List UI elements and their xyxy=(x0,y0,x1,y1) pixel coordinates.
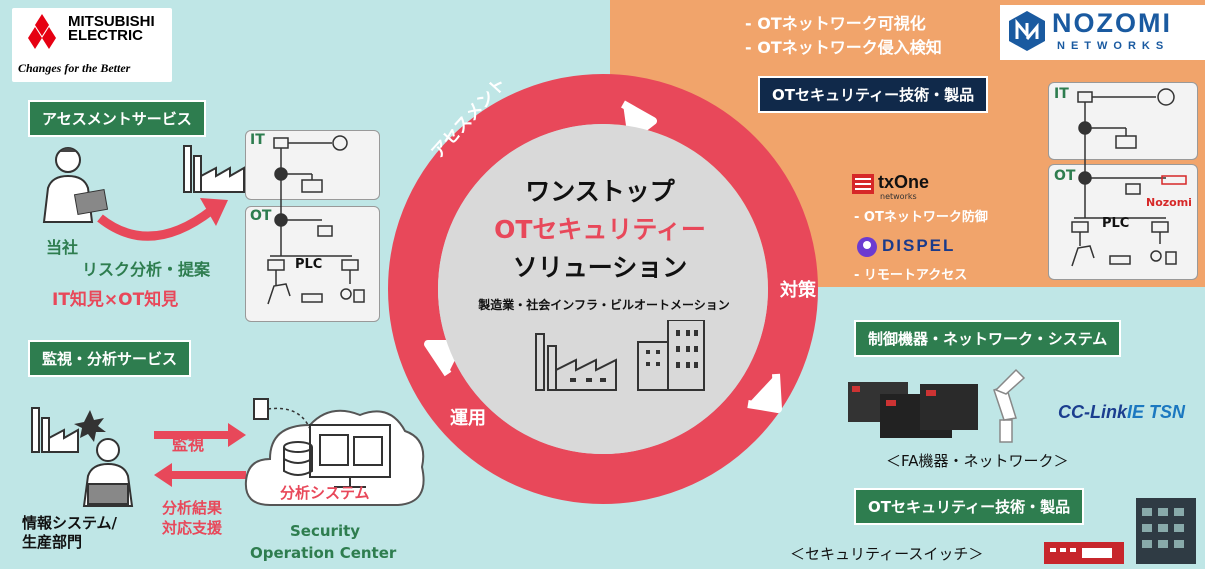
assessment-service-title: アセスメントサービス xyxy=(28,100,206,137)
ot-label-left: OT xyxy=(250,208,272,224)
center-line3: ソリューション xyxy=(512,253,688,282)
txone-icon xyxy=(852,174,874,194)
cclink-logo: CC-LinkIE TSN xyxy=(1058,402,1186,422)
dispel-icon xyxy=(857,237,877,257)
factory-building-icon xyxy=(535,320,705,391)
txone-desc: - OTネットワーク防御 xyxy=(854,210,988,225)
ot-security-title-1: OTセキュリティー技術・製品 xyxy=(758,76,989,113)
center-line2: OTセキュリティー xyxy=(494,215,706,244)
it-label-left: IT xyxy=(250,132,265,148)
monitoring-service-title: 監視・分析サービス xyxy=(28,340,192,377)
assessment-knowledge-label: IT知見×OT知見 xyxy=(52,290,179,310)
nozomi-bullet-1: - OTネットワーク可視化 xyxy=(745,14,926,33)
factory-icon xyxy=(183,145,245,193)
analysis-system-label: 分析システム xyxy=(280,484,370,502)
assessment-risk-label: リスク分析・提案 xyxy=(82,260,211,279)
solution-ring xyxy=(388,74,818,504)
monitor-arrows-icon xyxy=(154,423,246,487)
logo-line1: MITSUBISHI xyxy=(68,13,155,30)
person-tablet-icon xyxy=(42,147,108,223)
txone-name: txOne xyxy=(878,172,930,192)
mitsubishi-diamonds-icon xyxy=(28,14,56,49)
nozomi-small-label: Nozomi xyxy=(1146,196,1192,209)
soc-label-1: Security xyxy=(290,522,361,540)
nozomi-emblem-icon xyxy=(1009,11,1045,51)
security-switch-icon xyxy=(1044,498,1196,564)
plc-label-right: PLC xyxy=(1102,216,1130,231)
control-title: 制御機器・ネットワーク・システム xyxy=(854,320,1122,357)
dept-label: 情報システム/ 生産部門 xyxy=(22,514,118,551)
cloud-analysis-icon xyxy=(244,398,425,506)
dispel-name: DISPEL xyxy=(882,236,956,255)
logo-line2: ELECTRIC xyxy=(68,27,143,44)
it-network-panel xyxy=(245,130,380,200)
switch-caption: ＜セキュリティースイッチ＞ xyxy=(790,545,984,563)
network-diagram-left xyxy=(267,135,365,305)
center-line1: ワンストップ xyxy=(525,177,675,206)
ot-security-title-2: OTセキュリティー技術・製品 xyxy=(854,488,1085,525)
network-diagram-right xyxy=(1071,88,1187,267)
nozomi-sub: NETWORKS xyxy=(1057,40,1170,52)
center-sub: 製造業・社会インフラ・ビルオートメーション xyxy=(478,298,730,312)
ring-countermeasure-label: 対策 xyxy=(780,280,816,301)
monitor-label: 監視 xyxy=(172,435,205,454)
ring-operation-label: 運用 xyxy=(450,408,486,429)
fa-caption: ＜FA機器・ネットワーク＞ xyxy=(886,452,1069,470)
txone-sub: networks xyxy=(880,192,917,201)
ot-label-right: OT xyxy=(1054,168,1076,184)
plc-label-left: PLC xyxy=(295,257,323,272)
fa-equipment-icon xyxy=(848,368,1026,443)
assessment-arrow-icon xyxy=(97,198,228,241)
dispel-desc: - リモートアクセス xyxy=(854,268,968,283)
nozomi-bullet-2: - OTネットワーク侵入検知 xyxy=(745,38,942,57)
factory-worker-icon xyxy=(31,407,134,507)
result-label: 分析結果 対応支援 xyxy=(162,499,223,537)
logo-tagline: Changes for the Better xyxy=(18,61,131,75)
nozomi-name: NOZOMI xyxy=(1052,8,1172,38)
it-label-right: IT xyxy=(1054,86,1069,102)
assessment-company-label: 当社 xyxy=(46,238,79,257)
soc-label-2: Operation Center xyxy=(250,544,397,562)
